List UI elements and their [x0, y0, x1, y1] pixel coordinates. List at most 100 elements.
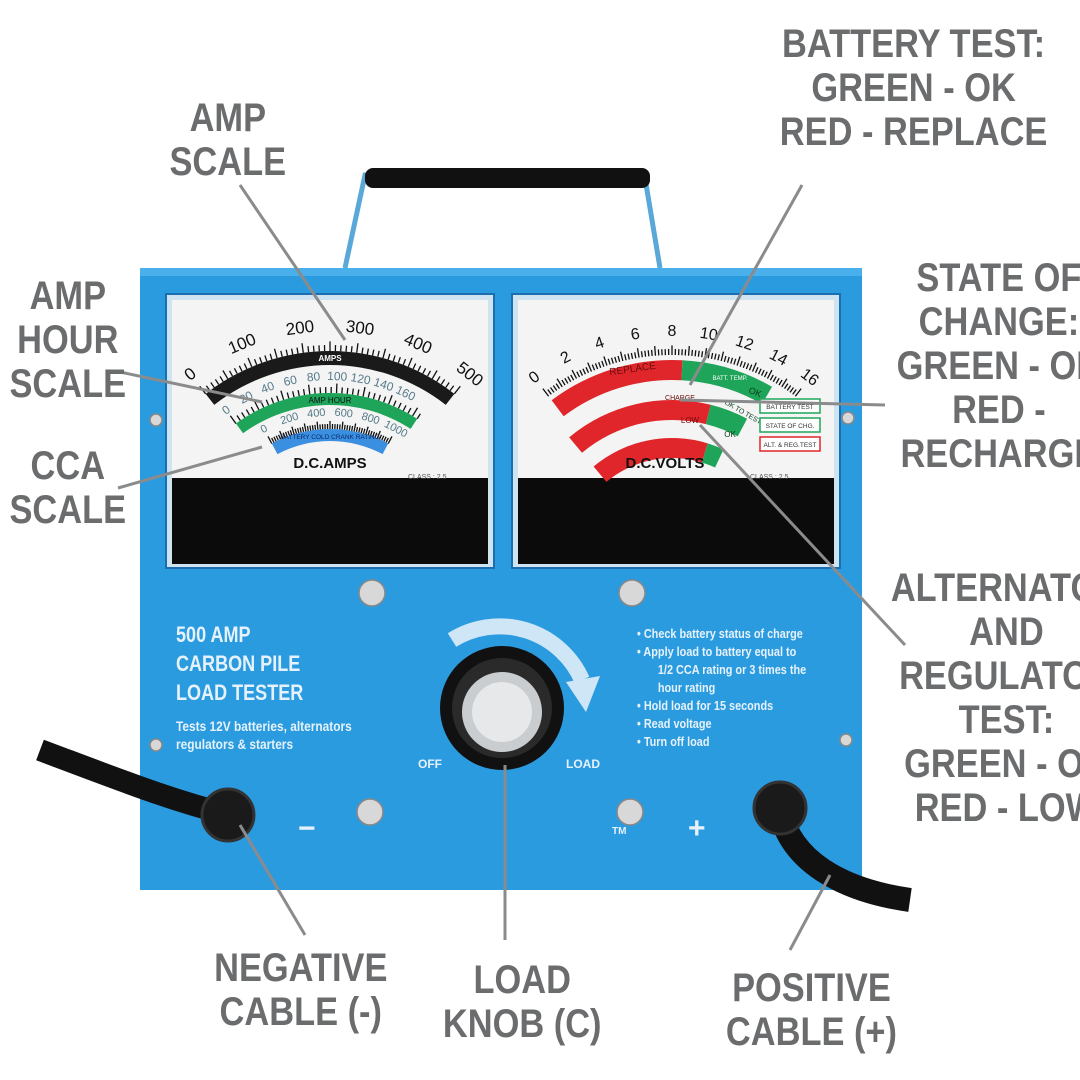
amps-tick [382, 348, 387, 359]
amp-hour-tick-label: 120 [350, 370, 372, 387]
cca-tick [362, 428, 366, 434]
amps-tick [449, 385, 455, 391]
cca-tick [294, 428, 298, 434]
amp-hour-tick [362, 386, 366, 397]
legend-box [759, 417, 821, 433]
amps-band [205, 351, 455, 405]
amp-hour-tick [307, 384, 311, 395]
legend-label: BATTERY TEST [766, 404, 814, 411]
volts-tick [694, 350, 697, 357]
volts-tick [772, 376, 777, 383]
amps-tick [431, 370, 438, 380]
volts-tick-label: 8 [668, 323, 677, 340]
volts-tick [714, 353, 717, 360]
volts-tick-label: 14 [766, 346, 790, 369]
volts-tick [723, 355, 727, 362]
cca-tick [275, 435, 279, 441]
amp-hour-tick [346, 387, 349, 394]
amps-tick [228, 370, 234, 377]
amp-hour-tick [236, 415, 241, 421]
load-knob[interactable] [440, 646, 564, 770]
amps-tick [238, 365, 243, 372]
ok-to-test-band [705, 404, 748, 437]
volts-tick [760, 369, 765, 376]
cca-tick [374, 432, 378, 438]
screw-icon [841, 411, 855, 425]
screw-icon [616, 798, 644, 826]
cca-tick [314, 424, 317, 430]
amp-hour-tick [407, 407, 412, 414]
amps-tick-label: 200 [285, 317, 316, 340]
volt-meter-label: D.C.VOLTS [626, 455, 705, 472]
volts-tick [701, 351, 704, 358]
volts-tick [650, 349, 653, 357]
volts-tick [547, 389, 552, 395]
amps-tick [356, 343, 359, 353]
cca-tick [271, 437, 275, 443]
cca-tick [296, 427, 300, 434]
cca-tick [351, 425, 354, 432]
handle-grip [365, 168, 650, 188]
positive-terminal [752, 780, 808, 836]
amp-hour-tick [297, 389, 300, 397]
volts-tick [567, 376, 572, 383]
volts-tick [720, 351, 725, 362]
volts-tick [636, 348, 640, 358]
cca-tick [273, 436, 277, 442]
amp-hour-tick [241, 412, 246, 418]
volts-tick [717, 354, 720, 361]
volts-tick [601, 360, 605, 367]
amps-tick [436, 376, 441, 382]
amp-hour-band [235, 392, 418, 434]
volts-tick [766, 369, 773, 379]
volts-tick [549, 387, 555, 393]
amps-band-label: AMPS [318, 354, 342, 363]
amps-tick [301, 343, 304, 353]
amp-hour-tick [229, 415, 237, 424]
amp-hour-tick [367, 391, 371, 398]
amps-tick [210, 382, 215, 388]
amps-tick [445, 382, 450, 388]
cca-tick [279, 430, 284, 439]
volts-tick [587, 362, 593, 372]
volts-tick [654, 346, 657, 356]
volts-tick [736, 356, 741, 366]
amp-hour-tick [292, 391, 295, 398]
amp-hour-tick [250, 406, 255, 413]
cca-tick [369, 430, 373, 436]
volts-tick [647, 350, 650, 357]
volts-tick [754, 367, 759, 374]
volts-tick [594, 363, 599, 370]
amps-tick [247, 357, 253, 368]
volts-tick [730, 357, 734, 364]
volts-tick [579, 369, 584, 376]
cca-band-label: BATTERY COLD CRANK RATING [280, 434, 380, 441]
amp-hour-tick [402, 405, 407, 412]
amps-tick [387, 353, 391, 360]
cca-tick [309, 425, 312, 431]
volts-tick [564, 377, 569, 384]
volts-tick [697, 350, 700, 357]
volts-tick [739, 360, 743, 367]
knob-load-label: LOAD [566, 757, 600, 771]
amp-hour-tick [388, 394, 393, 405]
amp-hour-tick [276, 395, 280, 402]
amps-tick [350, 346, 353, 353]
amp-hour-tick [383, 396, 387, 403]
volts-tick [775, 377, 780, 384]
screw-icon [149, 738, 163, 752]
amp-meter-window [172, 478, 488, 564]
volts-tick [619, 351, 624, 362]
volts-tick [789, 387, 795, 393]
legend-box [759, 436, 821, 452]
amps-tick [402, 358, 407, 366]
cca-tick [284, 431, 288, 437]
amp-hour-tick [416, 413, 421, 420]
volts-tick [784, 383, 789, 390]
cca-tick [381, 435, 385, 441]
